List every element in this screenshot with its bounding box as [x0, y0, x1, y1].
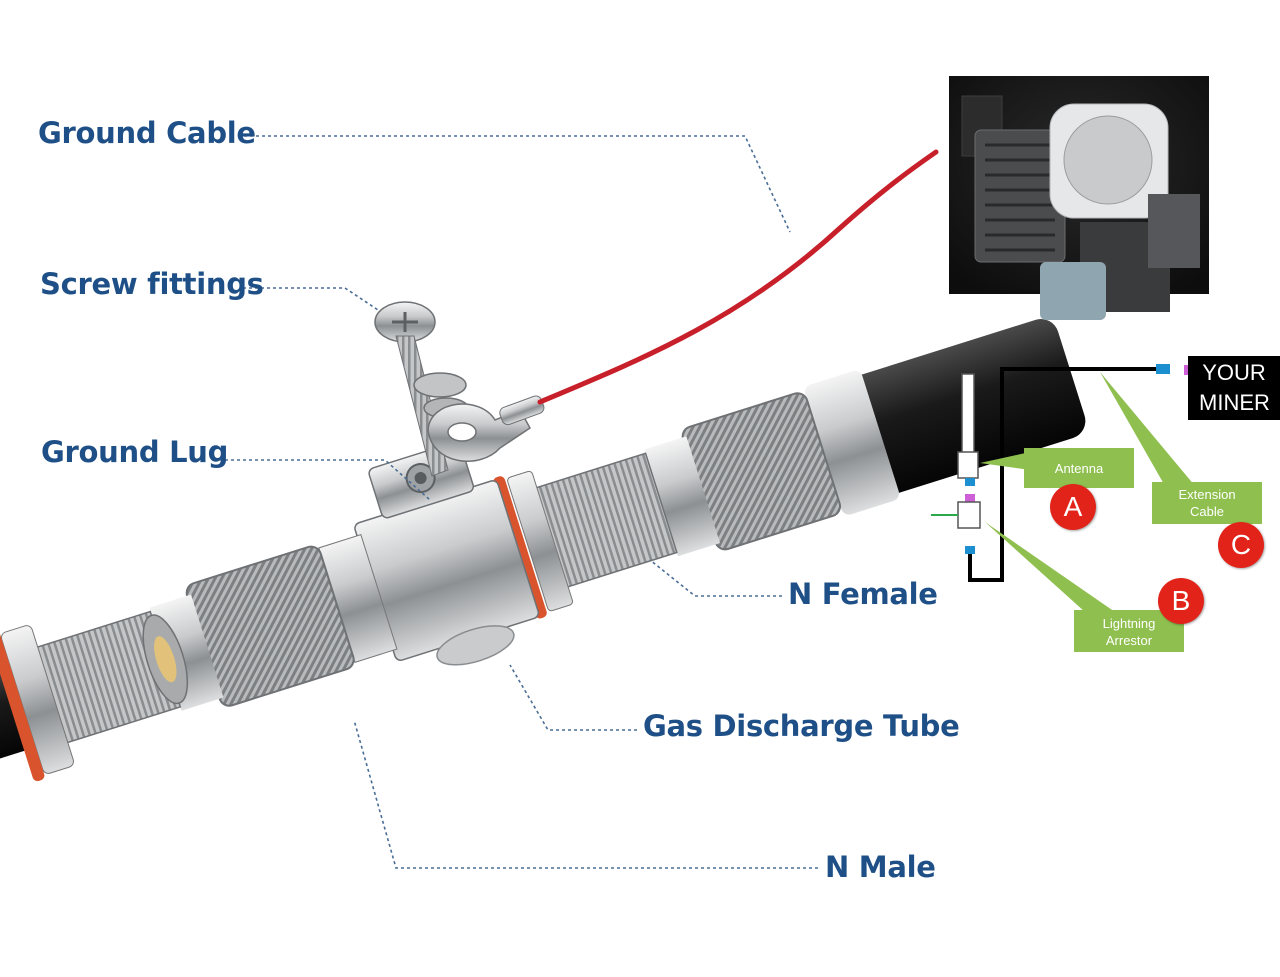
lightning-arrestor-icon [957, 501, 981, 529]
marker-a: A [1050, 484, 1096, 530]
leader-n-male [353, 719, 818, 869]
extension-cable-label: Extension Cable [1178, 487, 1236, 519]
marker-c: C [1218, 522, 1264, 568]
ground-wire [537, 149, 939, 405]
lightning-arrestor-label: Lightning Arrestor [1102, 616, 1156, 648]
extension-cable-route [968, 367, 1156, 582]
leader-gas-discharge [509, 664, 637, 731]
antenna-label: Antenna [1054, 461, 1104, 476]
device-photo [949, 76, 1209, 320]
coax-assembly [0, 319, 1086, 786]
miner-label: YOUR MINER [1199, 360, 1270, 415]
knurled-nut-left [186, 546, 354, 706]
leader-ground-lug [213, 459, 431, 501]
leader-lines [213, 135, 818, 869]
leader-n-female [649, 559, 782, 597]
screw-and-lug [374, 301, 545, 477]
leader-screw-fittings [243, 287, 379, 311]
miner-box: YOUR MINER [1188, 356, 1280, 420]
antenna-mast [961, 373, 975, 455]
label-n-male: N Male [825, 850, 936, 884]
marker-b: B [1158, 578, 1204, 624]
knurled-nut-right [682, 393, 841, 550]
label-n-female: N Female [788, 577, 938, 611]
label-gas-discharge-tube: Gas Discharge Tube [643, 709, 960, 743]
label-ground-lug: Ground Lug [41, 435, 229, 469]
label-ground-cable: Ground Cable [38, 116, 256, 150]
threaded-body-right [531, 453, 677, 589]
leader-ground-cable [244, 135, 791, 233]
label-box-antenna [1024, 448, 1134, 488]
gas-discharge-tube [436, 625, 515, 666]
label-box-extension [1152, 482, 1262, 524]
label-screw-fittings: Screw fittings [40, 267, 264, 301]
